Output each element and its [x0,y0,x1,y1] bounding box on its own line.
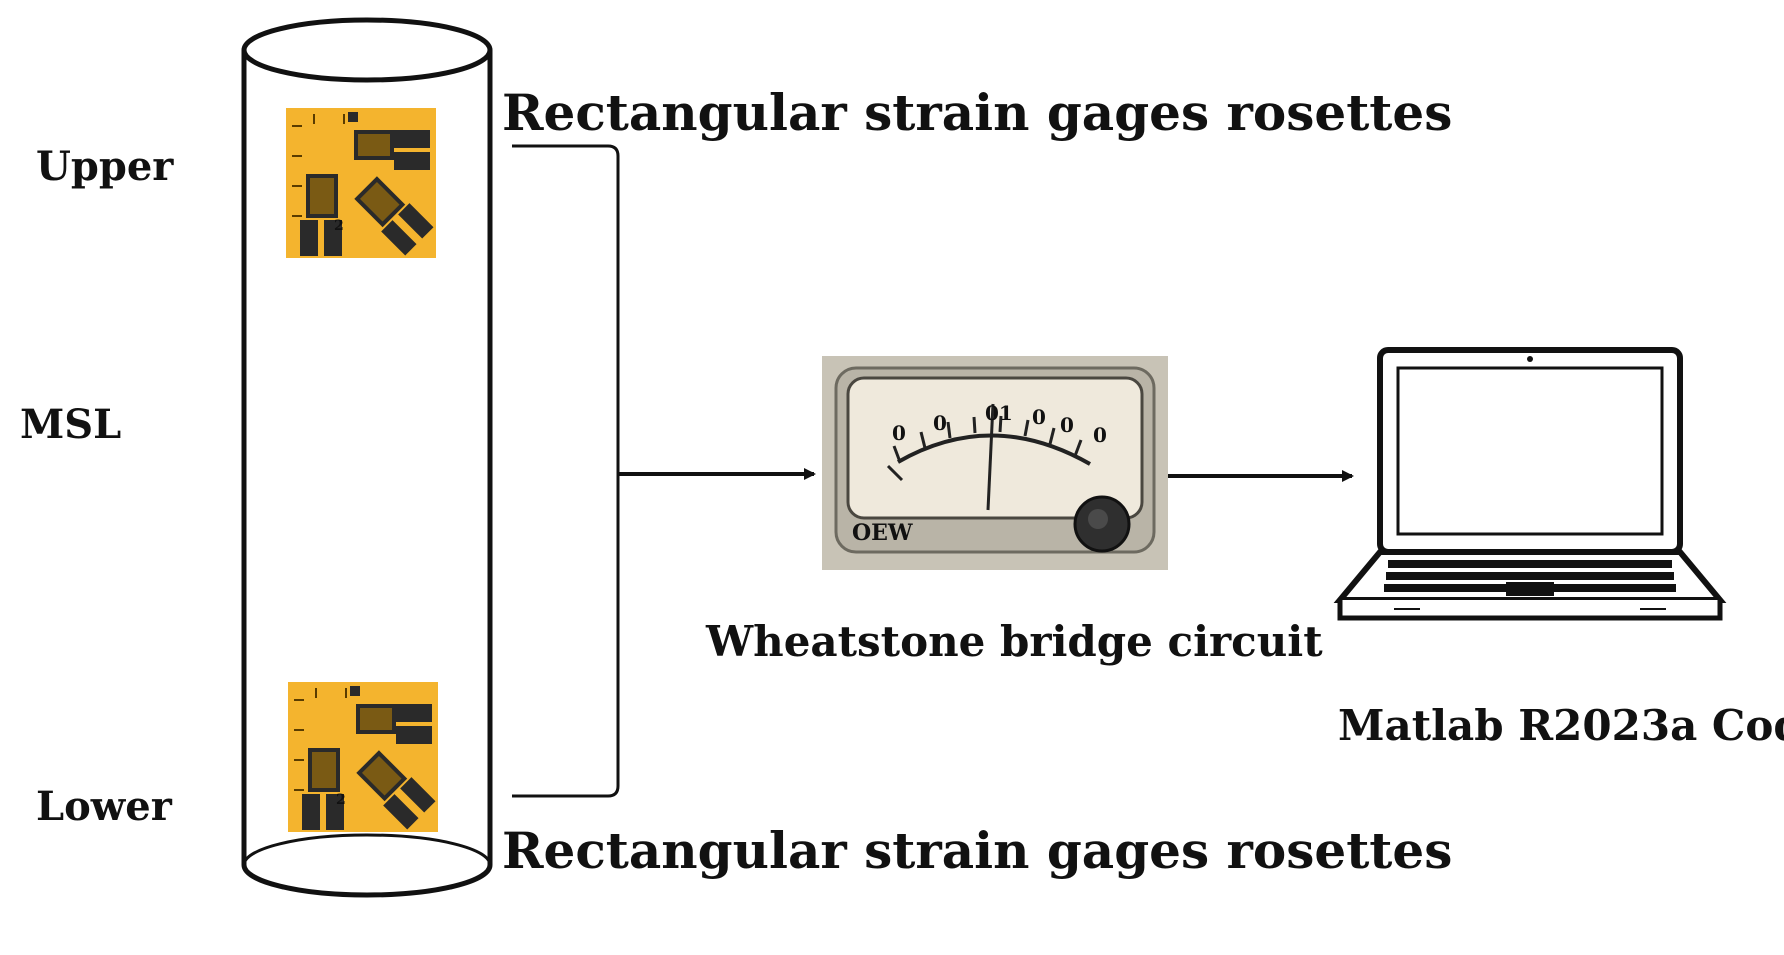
rosette-digit-upper: 2 [334,218,344,234]
meter-scale-mark-2: 0 [933,411,947,435]
msl-label: MSL [20,401,121,448]
meter-scale-mark-5: 0 [1060,413,1074,437]
rosettes-caption-top: Rectangular strain gages rosettes [502,83,1452,142]
matlab-caption: Matlab R2023a Code [1338,701,1784,750]
laptop-icon [1333,347,1727,621]
bracket [512,144,620,798]
meter-scale-mark-6: 0 [1093,423,1107,447]
meter-scale-mark-3: 01 [985,401,1013,425]
meter-brand-text: OEW [852,520,913,546]
upper-rosette-image: 2 [285,107,437,259]
upper-label: Upper [36,143,174,190]
rosette-digit-lower: 2 [336,792,346,808]
lower-rosette-image: 2 [287,681,439,833]
rosettes-caption-bottom: Rectangular strain gages rosettes [502,821,1452,880]
wheatstone-caption: Wheatstone bridge circuit [705,617,1323,666]
wheatstone-meter-image: 0 0 01 0 0 0 OEW [822,356,1168,570]
meter-scale-mark-1: 0 [892,421,906,445]
meter-scale-mark-4: 0 [1032,405,1046,429]
lower-label: Lower [36,783,173,830]
cylinder-column [241,17,493,898]
